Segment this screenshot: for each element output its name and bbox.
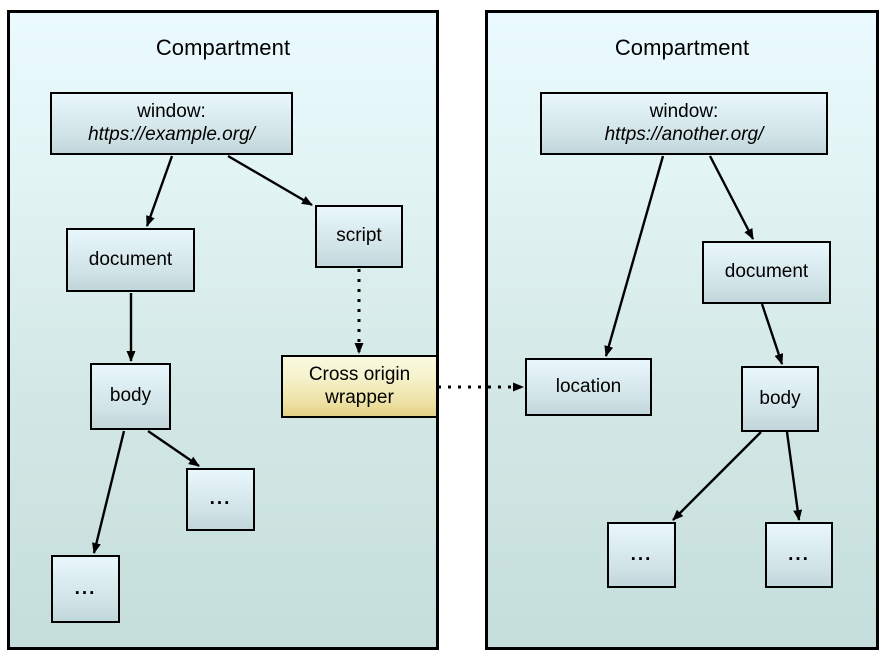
node-left-body-label: body [109,385,152,407]
node-right-document-label: document [724,261,809,283]
node-right-window-line1: window: [649,101,719,123]
right-compartment-title: Compartment [614,35,750,60]
node-cross-origin-wrapper-line1: Cross origin [308,364,411,386]
node-left-ellipsis-a[interactable]: ... [51,555,120,623]
node-right-location-label: location [555,375,622,397]
node-left-ellipsis-b[interactable]: ... [186,468,255,531]
left-compartment-title: Compartment [155,35,291,60]
node-right-body[interactable]: body [741,366,819,432]
node-right-ellipsis-b[interactable]: ... [765,522,833,588]
node-left-script[interactable]: script [315,205,403,268]
node-right-ellipsis-a[interactable]: ... [607,522,676,588]
node-right-ellipsis-a-label: ... [630,543,653,565]
node-left-window-line2: https://example.org/ [88,123,255,145]
node-left-ellipsis-a-label: ... [74,577,97,599]
node-left-document[interactable]: document [66,228,195,292]
node-left-script-label: script [336,225,382,247]
node-right-body-label: body [759,387,801,409]
node-right-location[interactable]: location [525,358,652,416]
node-left-ellipsis-b-label: ... [209,488,232,510]
node-left-body[interactable]: body [90,363,171,430]
node-cross-origin-wrapper-line2: wrapper [325,386,394,408]
node-right-ellipsis-b-label: ... [788,543,810,565]
node-left-document-label: document [88,248,173,270]
node-left-window-line1: window: [137,101,206,123]
node-right-window-line2: https://another.org/ [604,123,764,145]
node-right-document[interactable]: document [702,241,831,304]
node-cross-origin-wrapper[interactable]: Cross origin wrapper [281,355,438,418]
node-right-window[interactable]: window: https://another.org/ [540,92,828,155]
node-left-window[interactable]: window: https://example.org/ [50,92,293,155]
